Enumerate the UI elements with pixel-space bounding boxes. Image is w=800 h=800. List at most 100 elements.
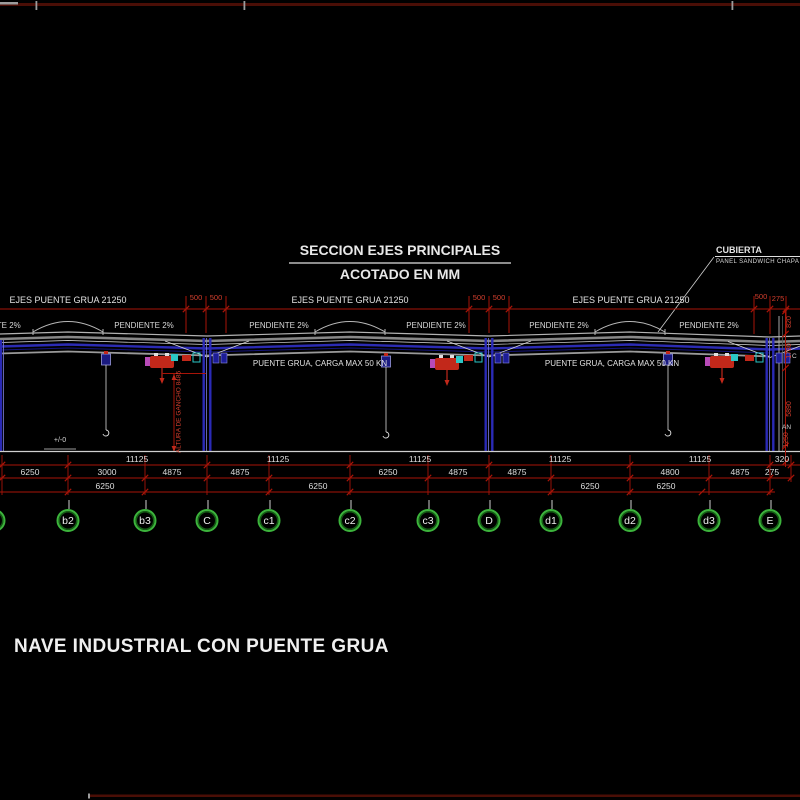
axis-label: d3 <box>703 514 715 527</box>
right-dimension-text: 5890 <box>786 401 794 417</box>
section-title: SECCION EJES PRINCIPALES <box>299 242 501 258</box>
roof-slope-label: PENDIENTE 2% <box>114 321 174 331</box>
top-dimension-value: 500 <box>492 293 506 302</box>
clipped-text-fragment-text: C <box>792 353 797 360</box>
bottom-dimension-value: 6250 <box>378 467 398 477</box>
bottom-dimension-text: 4875 <box>730 467 750 477</box>
level-label: +/-0 <box>53 437 67 444</box>
bottom-dimension-text: 11125 <box>689 454 711 464</box>
roof-slope-label: PENDIENTE 2% <box>679 321 739 331</box>
axis-bubble: d1 <box>539 500 563 532</box>
bottom-dimension-value: 4875 <box>507 467 527 477</box>
axis-label: c2 <box>344 514 356 527</box>
bottom-dimension-text: 6250 <box>20 467 40 477</box>
roof-slope-label: PENDIENTE 2% <box>406 321 466 331</box>
sheet-border-bottom <box>88 793 800 799</box>
bottom-dimension-text: 6250 <box>96 481 115 491</box>
top-dimension-chain <box>0 296 800 334</box>
axis-bubble: D <box>477 500 501 532</box>
right-dimension-value: 820 <box>786 316 794 328</box>
axis-bubble: c3 <box>416 500 440 532</box>
crane-span-label: EJES PUENTE GRUA 21250 <box>291 295 409 306</box>
crane-capacity-label-text: PUENTE GRUA, CARGA MAX 50 KN <box>252 359 388 368</box>
axis-bubble: C <box>195 500 219 532</box>
bottom-dimension-text: 6250 <box>378 467 398 477</box>
axis-bubble: c2 <box>338 500 362 532</box>
top-dimension-text: 500 <box>210 293 223 302</box>
roof-slope-label-text: PENDIENTE 2% <box>529 321 589 330</box>
roof-slope-label: PENDIENTE 2% <box>0 321 21 331</box>
crane-capacity-label: PUENTE GRUA, CARGA MAX 50 KN <box>252 359 388 369</box>
crane-capacity-label: PUENTE GRUA, CARGA MAX 50 KN <box>544 359 680 369</box>
roof-callout-title: CUBIERTA <box>716 245 762 255</box>
bottom-dimension-text: 4875 <box>449 467 468 477</box>
right-dimension-text: 820 <box>786 316 794 328</box>
axis-label: d1 <box>545 514 557 527</box>
clipped-text-fragment: AN <box>782 424 791 431</box>
bottom-dimension-value: 6250 <box>656 481 676 491</box>
roof-slope-label-text: PENDIENTE 2% <box>0 321 21 330</box>
bottom-dimension-text: 11125 <box>408 454 432 464</box>
top-dimension-text: 500 <box>473 293 486 302</box>
roof-slope-label: PENDIENTE 2% <box>529 321 589 331</box>
bottom-dimension-chains <box>0 455 800 496</box>
top-dimension-value: 275 <box>771 294 785 303</box>
bottom-dimension-value: 4875 <box>230 467 250 477</box>
bottom-dimension-value: 6250 <box>308 481 328 491</box>
crane-span-label-text: EJES PUENTE GRUA 21250 <box>572 295 690 305</box>
bottom-dimension-text: 6250 <box>308 481 328 491</box>
top-dimension-text: 500 <box>189 293 203 302</box>
right-dimension-value: 1250 <box>783 432 791 448</box>
top-dimension-text: 275 <box>771 294 785 303</box>
axis-label: d2 <box>624 514 636 527</box>
bottom-dimension-text: 4875 <box>162 467 182 477</box>
axis-bubble: E <box>758 500 782 532</box>
bottom-dimension-text: 11125 <box>126 454 148 464</box>
crane-span-label-text: EJES PUENTE GRUA 21250 <box>291 295 409 305</box>
right-dimension-text: 1250 <box>783 432 791 448</box>
bottom-dimension-value: 11125 <box>408 454 432 464</box>
axis-label: D <box>485 514 493 527</box>
bottom-dimension-value: 6250 <box>20 467 40 477</box>
roof-structure <box>0 321 800 358</box>
roof-callout-leader <box>657 256 800 333</box>
bottom-dimension-text: 4875 <box>230 467 250 477</box>
roof-slope-label-text: PENDIENTE 2% <box>679 321 739 330</box>
drawing-title: NAVE INDUSTRIAL CON PUENTE GRUA <box>14 636 389 657</box>
bottom-dimension-text: 4875 <box>507 467 527 477</box>
bottom-dimension-value: 320 <box>774 454 790 464</box>
bottom-dimension-text: 3000 <box>97 467 117 477</box>
bottom-dimension-value: 4875 <box>162 467 182 477</box>
top-dimension-text: 500 <box>492 293 506 302</box>
axis-bubble: c1 <box>257 500 281 532</box>
axis-label: c3 <box>422 514 434 527</box>
crane-span-label: EJES PUENTE GRUA 21250 <box>572 295 690 306</box>
bottom-dimension-value: 3000 <box>97 467 117 477</box>
bottom-dimension-text: 320 <box>774 454 790 464</box>
sheet-border-top <box>0 1 800 10</box>
bottom-dimension-text: 6250 <box>581 481 600 491</box>
bottom-dimension-text: 11125 <box>266 454 290 464</box>
crane-capacity-label-text: PUENTE GRUA, CARGA MAX 50 KN <box>544 359 680 368</box>
right-dimension-value: 5890 <box>786 401 794 417</box>
axis-label: c1 <box>263 514 275 527</box>
columns <box>0 316 783 452</box>
bottom-dimension-value: 4800 <box>660 467 680 477</box>
bottom-dimension-value: 11125 <box>548 454 572 464</box>
hook-height-annotation <box>162 373 206 452</box>
roof-slope-label-text: PENDIENTE 2% <box>114 321 174 330</box>
top-dimension-text: 500 <box>755 292 768 301</box>
axis-bubble: d2 <box>618 500 642 532</box>
top-dimension-value: 500 <box>189 293 203 302</box>
crane-span-label-text: EJES PUENTE GRUA 21250 <box>9 295 127 305</box>
bottom-dimension-value: 4875 <box>730 467 750 477</box>
axis-bubble: d3 <box>697 500 721 532</box>
roof-slope-label: PENDIENTE 2% <box>249 321 309 331</box>
roof-callout-subtitle: PANEL SANDWICH CHAPA PRE <box>716 259 800 265</box>
right-dimension-chain <box>781 307 790 467</box>
bottom-dimension-text: 4800 <box>660 467 680 477</box>
bottom-dimension-text: 11125 <box>548 454 572 464</box>
bottom-dimension-value: 11125 <box>266 454 290 464</box>
